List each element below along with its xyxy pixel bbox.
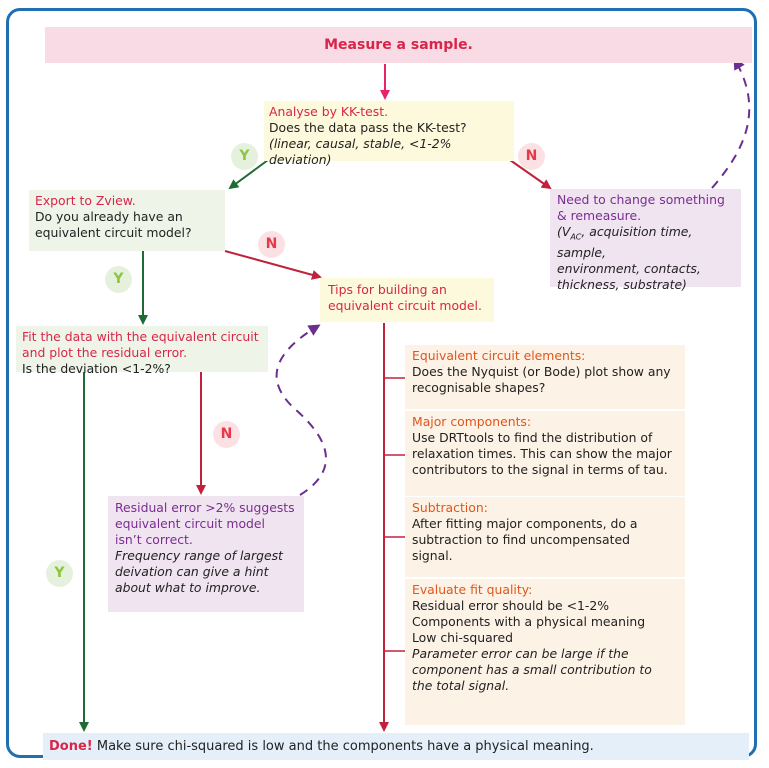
kk-test-box: Analyse by KK-test. Does the data pass t…	[264, 101, 514, 167]
tip-fit-quality-note-3: the total signal.	[412, 678, 510, 693]
tips-title-2: equivalent circuit model.	[328, 298, 482, 313]
tip-major-components-line-2: relaxation times. This can show the majo…	[412, 446, 672, 461]
kk-test-note: (linear, causal, stable, <1-2% deviation…	[269, 136, 452, 167]
done-label: Done!	[49, 739, 93, 754]
fit-data-title-1: Fit the data with the equivalent circuit	[22, 329, 259, 344]
residual-title-2: equivalent circuit model	[115, 516, 265, 531]
no-badge-kk: N	[518, 143, 545, 170]
tip-equivalent-elements-title: Equivalent circuit elements:	[412, 348, 586, 363]
no-badge-zview: N	[258, 231, 285, 258]
tip-fit-quality-line-3: Low chi-squared	[412, 630, 513, 645]
tip-equivalent-elements: Equivalent circuit elements: Does the Ny…	[405, 345, 685, 409]
residual-note-1: Frequency range of largest	[115, 548, 283, 563]
remeasure-title-1: Need to change something	[557, 192, 725, 207]
tip-subtraction-title: Subtraction:	[412, 500, 488, 515]
measure-sample-box: Measure a sample.	[45, 27, 752, 63]
tip-major-components-title: Major components:	[412, 414, 532, 429]
tip-equivalent-elements-line-1: Does the Nyquist (or Bode) plot show any	[412, 364, 671, 379]
residual-title-1: Residual error >2% suggests	[115, 500, 295, 515]
residual-note-2: deivation can give a hint	[115, 564, 269, 579]
arrow-kk-to-zview	[228, 159, 269, 190]
remeasure-note-1: (VAC, acquisition time, sample,	[557, 224, 693, 261]
residual-error-box: Residual error >2% suggests equivalent c…	[108, 496, 304, 612]
residual-note-3: about what to improve.	[115, 580, 261, 595]
tip-subtraction-line-2: subtraction to find uncompensated	[412, 532, 630, 547]
kk-test-question: Does the data pass the KK-test?	[269, 120, 467, 135]
remeasure-box: Need to change something & remeasure. (V…	[550, 189, 741, 292]
fit-data-title-2: and plot the residual error.	[22, 345, 188, 360]
yes-badge-zview: Y	[105, 266, 132, 293]
tip-major-components: Major components: Use DRTtools to find t…	[405, 411, 685, 496]
tips-box: Tips for building an equivalent circuit …	[320, 278, 494, 322]
arrow-zview-to-tips	[224, 250, 322, 280]
export-zview-question-1: Do you already have an	[35, 209, 183, 224]
export-zview-title: Export to Zview.	[35, 193, 136, 208]
kk-test-title: Analyse by KK-test.	[269, 104, 389, 119]
remeasure-note-2: environment, contacts,	[557, 261, 701, 277]
tip-subtraction-line-3: signal.	[412, 548, 453, 563]
tip-fit-quality-note-1: Parameter error can be large if the	[412, 646, 629, 661]
measure-sample-title: Measure a sample.	[324, 37, 473, 53]
yes-badge-fit: Y	[46, 560, 73, 587]
tip-major-components-line-1: Use DRTtools to find the distribution of	[412, 430, 653, 445]
export-zview-question-2: equivalent circuit model?	[35, 225, 192, 240]
no-badge-fit: N	[213, 421, 240, 448]
done-box: Done! Make sure chi-squared is low and t…	[43, 733, 749, 760]
tip-fit-quality-line-2: Components with a physical meaning	[412, 614, 646, 629]
fit-data-box: Fit the data with the equivalent circuit…	[16, 326, 268, 376]
done-text: Make sure chi-squared is low and the com…	[92, 739, 594, 754]
tip-fit-quality: Evaluate fit quality: Residual error sho…	[405, 579, 685, 725]
residual-title-3: isn’t correct.	[115, 532, 193, 547]
tip-major-components-line-3: contributors to the signal in terms of t…	[412, 462, 668, 477]
tip-subtraction: Subtraction: After fitting major compone…	[405, 497, 685, 577]
tips-title-1: Tips for building an	[328, 282, 447, 297]
tip-subtraction-line-1: After fitting major components, do a	[412, 516, 638, 531]
yes-badge-kk: Y	[231, 143, 258, 170]
remeasure-title-2: & remeasure.	[557, 208, 642, 223]
export-zview-box: Export to Zview. Do you already have an …	[29, 190, 225, 251]
loop-arrow-remeasure-to-measure	[711, 57, 751, 189]
remeasure-note-3: thickness, substrate)	[557, 277, 687, 293]
tip-equivalent-elements-line-2: recognisable shapes?	[412, 380, 546, 395]
arrow-kk-to-remeasure	[509, 159, 552, 190]
tip-fit-quality-title: Evaluate fit quality:	[412, 582, 533, 597]
tip-fit-quality-note-2: component has a small contribution to	[412, 662, 652, 677]
fit-data-question: Is the deviation <1-2%?	[22, 361, 171, 376]
loop-arrow-residual-to-tips	[275, 324, 327, 496]
tip-fit-quality-line-1: Residual error should be <1-2%	[412, 598, 610, 613]
